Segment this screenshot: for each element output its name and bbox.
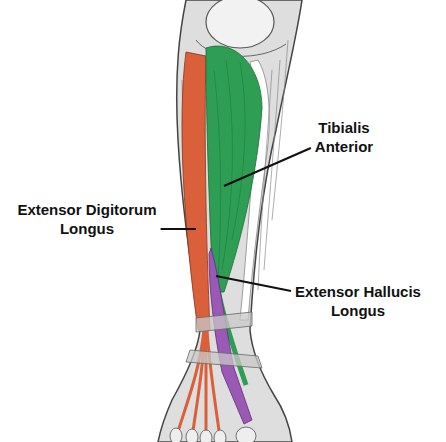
- extensor-digitorum-muscle: [182, 52, 210, 330]
- retinaculum-band: [186, 312, 262, 368]
- muscle-label: Tibialis Anterior: [292, 118, 396, 156]
- toes: [170, 427, 256, 442]
- digitorum-tendons: [176, 330, 220, 438]
- leader-line: [161, 228, 196, 230]
- leader-line: [216, 276, 291, 291]
- leader-line: [224, 148, 311, 186]
- knee-cap: [206, 0, 274, 48]
- leg-outline: [158, 0, 302, 442]
- muscle-label: Extensor Hallucis Longus: [286, 282, 430, 320]
- muscle-label: Extensor Digitorum Longus: [12, 200, 162, 238]
- tibialis-fibres: [214, 60, 245, 280]
- tibialis-anterior-muscle: [206, 46, 262, 292]
